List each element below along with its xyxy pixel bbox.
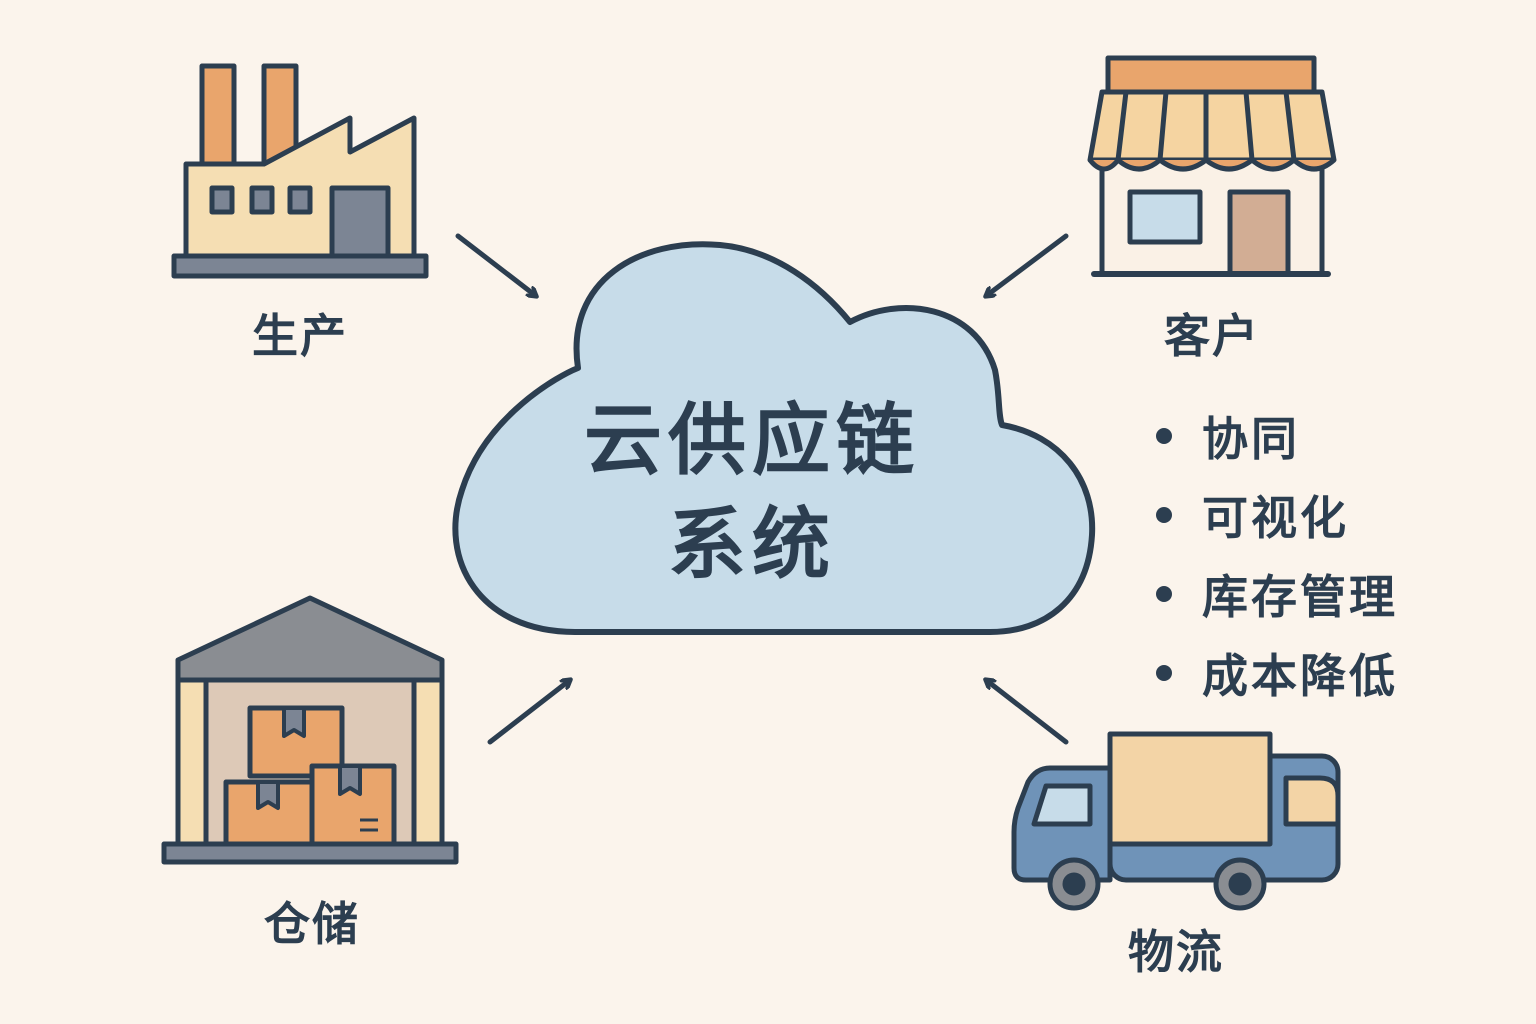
arrow-production — [455, 233, 536, 296]
factory-icon — [171, 63, 429, 279]
benefit-label: 可视化 — [1202, 490, 1349, 545]
benefit-label: 成本降低 — [1202, 648, 1398, 703]
label-customer: 客户 — [1164, 309, 1260, 363]
benefit-label: 协同 — [1202, 411, 1300, 466]
benefits-list: 协同 可视化 库存管理 成本降低 — [1152, 396, 1398, 712]
benefit-item: 成本降低 — [1152, 633, 1398, 712]
benefit-item: 可视化 — [1152, 475, 1398, 554]
label-production: 生产 — [252, 309, 348, 363]
arrow-warehouse — [487, 680, 570, 745]
cloud-shape — [452, 241, 1096, 635]
warehouse-icon — [161, 595, 459, 865]
bullet-icon — [1156, 427, 1172, 444]
center-title-line1: 云供应链 — [583, 396, 920, 486]
bullet-icon — [1156, 506, 1172, 523]
arrow-logistics — [986, 680, 1069, 745]
bullet-icon — [1156, 585, 1172, 602]
bullet-icon — [1156, 664, 1172, 681]
storefront-icon — [1087, 55, 1337, 277]
label-logistics: 物流 — [1128, 925, 1224, 979]
benefit-item: 库存管理 — [1152, 554, 1398, 633]
center-title-line2: 系统 — [667, 500, 836, 590]
truck-icon — [1011, 731, 1341, 911]
benefit-item: 协同 — [1152, 396, 1398, 475]
label-warehouse: 仓储 — [264, 897, 360, 951]
arrow-customer — [986, 233, 1069, 296]
benefit-label: 库存管理 — [1202, 569, 1398, 624]
